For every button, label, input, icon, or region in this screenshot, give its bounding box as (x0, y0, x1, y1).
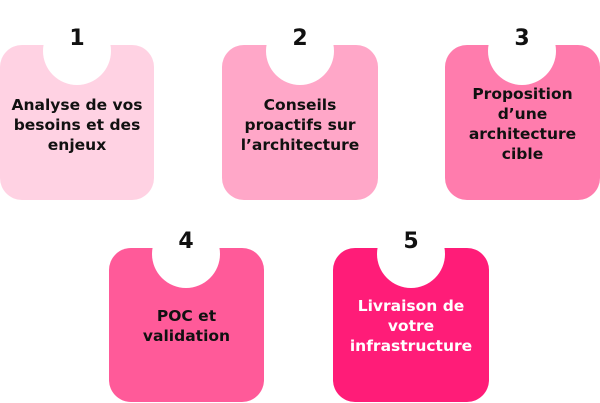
step-1-label: Analyse de vos besoins et des enjeux (11, 95, 143, 154)
step-2-label: Conseils proactifs sur l’architecture (240, 95, 360, 154)
step-2: Conseils proactifs sur l’architecture 2 (222, 17, 378, 200)
step-3: Proposition d’une architecture cible 3 (445, 17, 600, 200)
step-3-number: 3 (514, 26, 530, 51)
step-5: Livraison de votre infrastructure 5 (333, 220, 489, 402)
step-4-label: POC et validation (142, 307, 231, 345)
step-2-notch: 2 (266, 17, 334, 85)
step-2-number: 2 (292, 26, 308, 51)
step-3-notch: 3 (488, 17, 556, 85)
step-5-label: Livraison de votre infrastructure (349, 297, 473, 355)
step-3-label: Proposition d’une architecture cible (468, 84, 577, 163)
step-1-notch: 1 (43, 17, 111, 85)
step-4: POC et validation 4 (109, 220, 264, 402)
step-1: Analyse de vos besoins et des enjeux 1 (0, 17, 154, 200)
step-4-number: 4 (178, 229, 194, 254)
step-5-notch: 5 (377, 220, 445, 288)
step-5-number: 5 (403, 229, 419, 254)
step-4-notch: 4 (152, 220, 220, 288)
step-1-number: 1 (69, 26, 85, 51)
